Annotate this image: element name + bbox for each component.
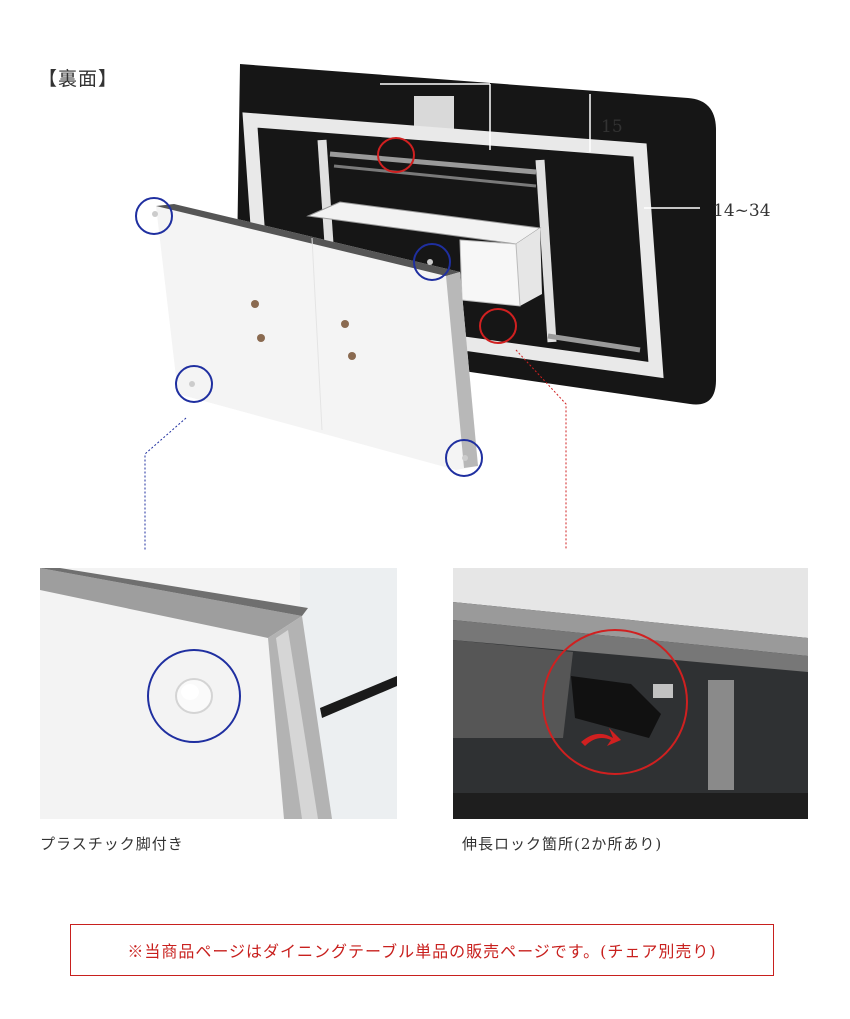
plastic-foot-photo: [40, 568, 397, 819]
foot-leader-line: [144, 417, 187, 550]
plastic-foot-caption: プラスチック脚付き: [40, 835, 184, 853]
notice-box: ※当商品ページはダイニングテーブル単品の販売ページです。(チェア別売り): [70, 924, 774, 976]
table-underside-illustration: [135, 64, 716, 550]
label-sticker: [414, 96, 454, 130]
foot-markers: [135, 197, 483, 477]
dimension-lines: [380, 83, 700, 209]
foot-detail-marker: [147, 649, 241, 743]
extension-lock-photo: [453, 568, 808, 819]
lock-markers: [377, 137, 517, 344]
lock-leader-line: [515, 349, 567, 550]
rotate-arrow-icon: [581, 728, 621, 746]
extension-dimension-label: 14~34: [713, 201, 771, 221]
lock-detail-marker: [542, 629, 688, 775]
depth-dimension-label: 15: [601, 117, 623, 137]
notice-text: ※当商品ページはダイニングテーブル単品の販売ページです。(チェア別売り): [127, 942, 717, 961]
extension-lock-caption: 伸長ロック箇所(2か所あり): [462, 835, 663, 853]
section-label: 【裏面】: [38, 68, 119, 90]
